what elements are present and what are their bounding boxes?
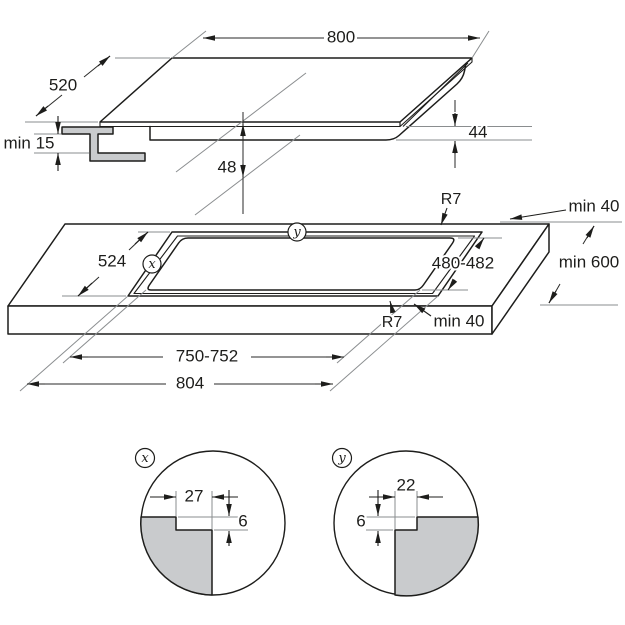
glass-right-edge [399,57,473,128]
hob-body-underside-edge [402,62,469,127]
worktop-cutout-view: 524 480-482 min 600 min 40 m [7,189,622,394]
dim-label-480-482: 480-482 [432,253,494,272]
cutout-step-edge [133,235,476,295]
dim-label-min40-back: min 40 [568,196,619,215]
detail-marker-y-label: y [292,225,301,240]
hob-side-view: 800 520 min 15 48 [1,25,532,216]
detail-x-dim-6: 6 [226,490,250,546]
dim-clearance-front-min40: min 40 [413,303,487,332]
dim-label-520: 520 [49,75,77,94]
dim-inner-depth-480-482: 480-482 [422,237,502,291]
detail-y-dim-22: 22 [369,473,443,500]
dim-label-524: 524 [98,251,126,270]
dim-label-804: 804 [176,373,204,392]
dim-label-44: 44 [469,122,488,141]
dim-label-r7-back: R7 [441,191,462,208]
dim-label-800: 800 [327,27,355,46]
dim-label-min40-front: min 40 [433,311,484,330]
dim-label-min15: min 15 [3,133,54,152]
dim-label-r7-front: R7 [382,314,403,331]
detail-y-dim-6: 6 [354,490,381,546]
dim-cutout-width-804: 804 [27,371,333,394]
dim-label-6y: 6 [356,511,365,530]
dim-radius-front-r7: R7 [380,300,404,333]
detail-y-view: 22 6 y [331,447,480,597]
detail-x-corner-section [140,516,213,596]
detail-x-marker: x [134,447,156,469]
cutout-inner-opening [147,237,455,291]
dim-width-800: 800 [171,25,490,59]
detail-marker-x: x [142,254,162,274]
detail-y-marker-label: y [337,451,346,466]
detail-x-dim-27: 27 [150,484,238,507]
worktop-front-face [7,305,493,335]
dim-worktop-depth-min600: min 600 [500,221,622,306]
detail-x-marker-label: x [141,451,149,466]
mounting-bracket-profile [61,126,146,162]
dim-clearance-back-min40: min 40 [509,194,622,220]
dim-height-48: 48 [175,72,307,216]
dim-min15: min 15 [1,116,89,171]
dim-radius-back-r7: R7 [439,189,463,226]
dim-cutout-depth-524: 524 [62,231,170,297]
detail-marker-y: y [287,222,307,242]
detail-y-marker: y [331,447,353,469]
detail-marker-x-label: x [148,257,156,272]
dim-label-6x: 6 [238,511,247,530]
dim-label-min600: min 600 [559,252,619,271]
dim-label-27: 27 [185,486,204,505]
dim-depth-520: 520 [25,55,170,123]
dim-inner-width-750-752: 750-752 [70,344,344,367]
dim-height-44: 44 [396,100,532,168]
detail-x-view: 27 6 x [134,447,286,596]
worktop-right-face [491,223,550,335]
hob-body [149,62,467,141]
cutout-outer-edge [127,231,483,297]
dim-label-750-752: 750-752 [176,346,238,365]
detail-y-corner-section [394,516,480,597]
dim-label-22: 22 [397,475,416,494]
dim-label-48: 48 [218,157,237,176]
